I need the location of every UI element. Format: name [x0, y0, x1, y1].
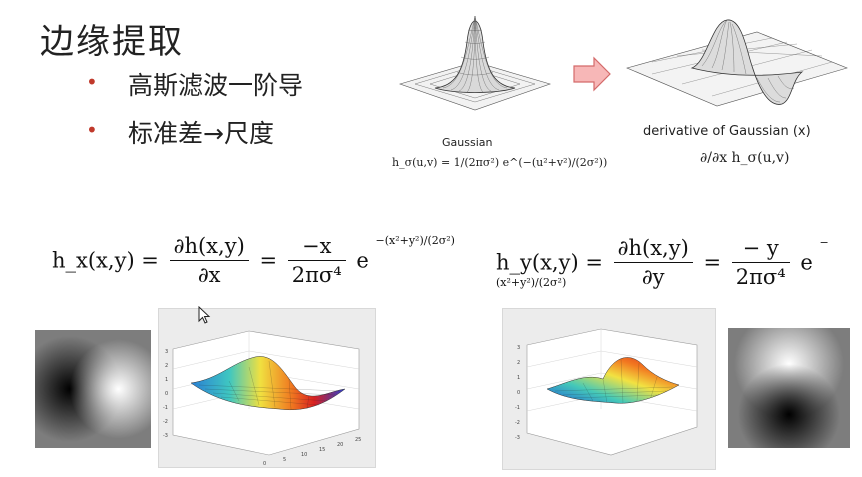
derivative-formula-text: ∂/∂x h_σ(u,v): [700, 150, 790, 166]
gaussian-mesh-image: [399, 15, 551, 111]
z-tick: 0: [165, 391, 168, 397]
slide-title: 边缘提取: [40, 22, 184, 62]
hx-fraction-2: −x 2πσ⁴: [287, 234, 346, 287]
x-tick: 20: [337, 442, 343, 448]
hx-num2: −x: [287, 234, 346, 261]
hx-exponent: −(x²+y²)/(2σ²): [375, 234, 455, 247]
hx-surface-svg: 3 2 1 0 -1 -2 -3 0 5 10 15 20 25: [163, 330, 361, 467]
derivative-mesh-image: [626, 19, 848, 107]
bullet-dot-icon: •: [86, 118, 98, 142]
x-tick: 0: [263, 461, 266, 467]
equals-sign: =: [259, 248, 278, 273]
z-tick: -2: [515, 420, 520, 426]
mouse-cursor-icon: [198, 306, 211, 324]
exp-base: e: [356, 248, 369, 273]
z-tick: 1: [517, 375, 520, 381]
x-tick: 25: [355, 437, 361, 443]
hx-den1: ∂x: [197, 263, 221, 287]
hy-den2: 2πσ⁴: [735, 265, 786, 289]
bullet-text: 标准差→尺度: [128, 119, 274, 148]
x-tick: 15: [319, 447, 325, 453]
hy-fraction-1: ∂h(x,y) ∂y: [613, 236, 693, 289]
z-tick: -3: [163, 433, 168, 439]
hy-num1: ∂h(x,y): [613, 236, 693, 263]
hy-surface-svg: 3 2 1 0 -1 -2 -3: [515, 328, 698, 456]
z-tick: -1: [163, 405, 168, 411]
hx-formula: h_x(x,y) = ∂h(x,y) ∂x = −x 2πσ⁴ e −(x²+y…: [52, 234, 455, 287]
hy-formula: h_y(x,y) = ∂h(x,y) ∂y = − y 2πσ⁴ e −(x²+…: [496, 236, 862, 313]
hx-lhs: h_x(x,y) =: [52, 248, 159, 273]
bullet-dot-icon: •: [86, 70, 98, 94]
gaussian-caption: Gaussian: [442, 136, 493, 149]
z-tick: 3: [517, 345, 520, 351]
gaussian-formula-text: h_σ(u,v) = 1/(2πσ²) e^(−(u²+v²)/(2σ²)): [392, 156, 608, 169]
right-arrow-icon: [573, 56, 611, 92]
x-tick: 5: [283, 457, 286, 463]
z-tick: 2: [165, 363, 168, 369]
hx-num1: ∂h(x,y): [169, 234, 249, 261]
hy-exponent: −(x²+y²)/(2σ²): [496, 236, 829, 289]
z-tick: 3: [165, 349, 168, 355]
exp-base: e: [800, 250, 813, 275]
hx-den2: 2πσ⁴: [291, 263, 342, 287]
hx-surface-plot: 3 2 1 0 -1 -2 -3 0 5 10 15 20 25: [158, 308, 376, 468]
z-tick: 2: [517, 360, 520, 366]
hy-kernel-image: [728, 328, 850, 448]
z-tick: -3: [515, 435, 520, 441]
x-tick: 10: [301, 452, 307, 458]
bullet-text: 高斯滤波一阶导: [128, 71, 304, 100]
gaussian-formula: h_σ(u,v) = 1/(2πσ²) e^(−(u²+v²)/(2σ²)): [392, 156, 607, 169]
hy-num2: − y: [731, 236, 790, 263]
hx-kernel-image: [35, 330, 151, 448]
equals-sign: =: [703, 250, 722, 275]
z-tick: -1: [515, 405, 520, 411]
hy-surface-plot: 3 2 1 0 -1 -2 -3: [502, 308, 716, 470]
hy-fraction-2: − y 2πσ⁴: [731, 236, 790, 289]
z-tick: 0: [517, 390, 520, 396]
z-tick: 1: [165, 377, 168, 383]
hy-den1: ∂y: [641, 265, 665, 289]
hy-lhs: h_y(x,y) =: [496, 250, 603, 275]
derivative-formula: ∂/∂x h_σ(u,v): [700, 150, 789, 166]
hx-fraction-1: ∂h(x,y) ∂x: [169, 234, 249, 287]
derivative-caption: derivative of Gaussian (x): [643, 124, 811, 139]
z-tick: -2: [163, 419, 168, 425]
